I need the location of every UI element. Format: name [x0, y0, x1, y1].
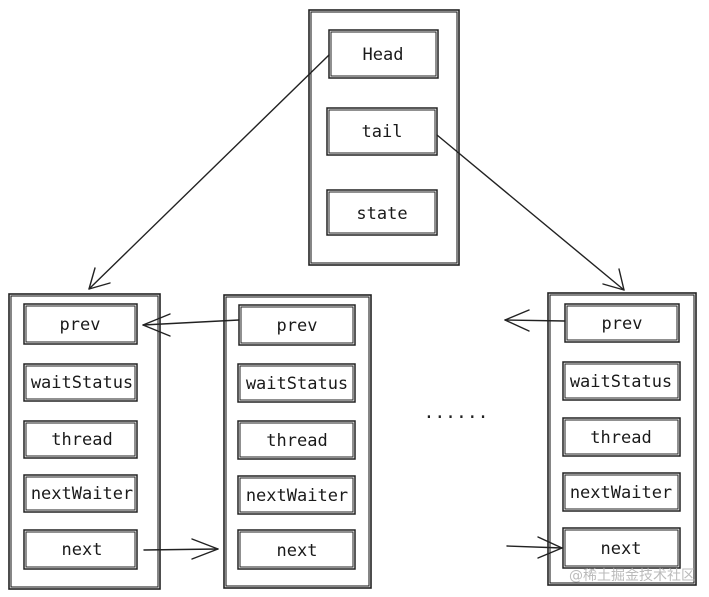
node-1: prev waitStatus thread nextWaiter next [8, 293, 161, 590]
node-2-waitstatus-field: waitStatus [237, 363, 356, 403]
state-field: state [326, 189, 438, 236]
node-3-thread-label: thread [590, 428, 651, 448]
node-3-next-label: next [601, 539, 642, 559]
node-1-waitstatus-field: waitStatus [23, 363, 138, 402]
node-1-next-field: next [23, 529, 138, 570]
node-1-prev-label: prev [60, 315, 101, 335]
node-3-prev-field: prev [564, 303, 680, 343]
state-field-label: state [356, 204, 407, 224]
node-1-nextwaiter-label: nextWaiter [31, 484, 133, 504]
node-2-thread-field: thread [237, 420, 356, 460]
node-2-next-label: next [277, 541, 318, 561]
node-2-waitstatus-label: waitStatus [246, 374, 348, 394]
node-1-nextwaiter-field: nextWaiter [23, 474, 138, 513]
node-3-waitstatus-label: waitStatus [570, 372, 672, 392]
node-3-prev-arrow [504, 309, 566, 332]
node-3-prev-label: prev [602, 314, 643, 334]
ellipsis-text: ...... [423, 402, 488, 423]
node-3-incoming-next-arrow [506, 536, 563, 559]
node-3: prev waitStatus thread nextWaiter next [547, 292, 697, 586]
tail-pointer-arrow [436, 134, 625, 291]
tail-field-label: tail [362, 122, 403, 142]
node-2-next-field: next [237, 529, 356, 570]
node-1-waitstatus-label: waitStatus [31, 373, 133, 393]
node-2-prev-arrow [142, 313, 240, 337]
node-2-nextwaiter-label: nextWaiter [246, 486, 348, 506]
head-field-label: Head [363, 45, 404, 65]
node-1-prev-field: prev [23, 303, 138, 345]
aqs-object: Head tail state [308, 9, 460, 266]
watermark: @稀土掘金技术社区 [569, 568, 695, 584]
node-2-thread-label: thread [266, 431, 327, 451]
node-2: prev waitStatus thread nextWaiter next [223, 294, 372, 589]
node-3-thread-field: thread [562, 417, 681, 457]
node-3-nextwaiter-field: nextWaiter [562, 472, 681, 512]
node-3-nextwaiter-label: nextWaiter [570, 483, 672, 503]
tail-field: tail [326, 107, 438, 156]
node-3-waitstatus-field: waitStatus [562, 361, 681, 401]
head-pointer-arrow [88, 54, 330, 290]
head-field: Head [328, 29, 439, 79]
node-2-prev-label: prev [277, 316, 318, 336]
node-3-next-field: next [562, 527, 681, 569]
node-1-next-arrow [143, 538, 219, 560]
node-1-next-label: next [62, 540, 103, 560]
node-1-thread-label: thread [51, 430, 112, 450]
node-2-nextwaiter-field: nextWaiter [237, 475, 356, 515]
node-1-thread-field: thread [23, 420, 138, 459]
node-2-prev-field: prev [238, 304, 356, 346]
